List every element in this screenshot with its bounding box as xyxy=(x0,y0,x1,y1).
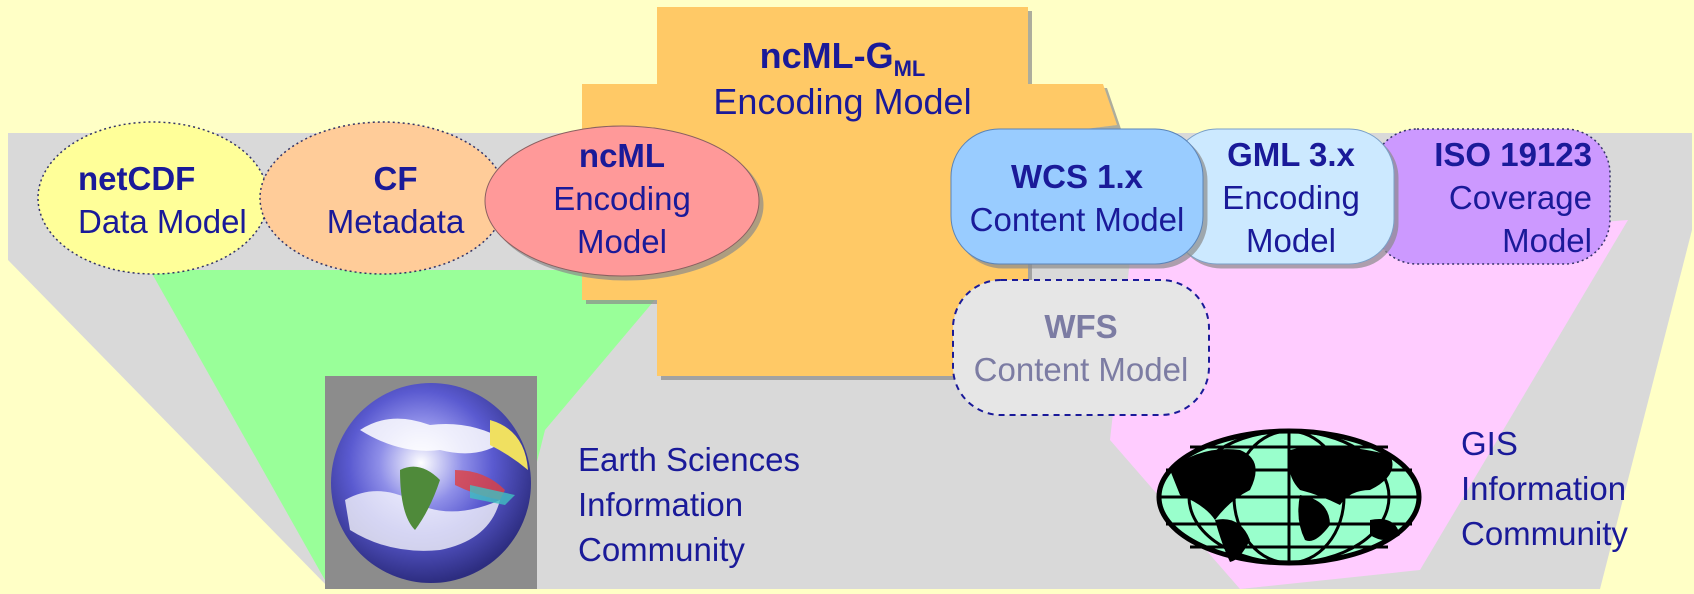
ncml-label: ncML Encoding Model xyxy=(522,134,722,263)
ncml-title: ncML xyxy=(578,137,666,174)
earth-community-line3: Community xyxy=(578,531,745,568)
wcs-node xyxy=(950,128,1204,265)
earth-globe-image xyxy=(325,376,537,589)
earth-community-line1: Earth Sciences xyxy=(578,441,800,478)
gml-line3: Model xyxy=(1246,222,1336,259)
central-subtitle: Encoding Model xyxy=(713,81,972,122)
iso-line2: Coverage xyxy=(1448,179,1592,216)
central-encoding-model-label: ncML-GML Encoding Model xyxy=(657,33,1028,125)
wcs-title: WCS 1.x xyxy=(1010,158,1144,195)
gml-line2: Encoding xyxy=(1222,179,1360,216)
gis-community-line2: Information xyxy=(1461,470,1627,507)
iso-title: ISO 19123 xyxy=(1434,136,1592,173)
ncml-node xyxy=(484,125,760,277)
iso-label: ISO 19123 Coverage Model xyxy=(1412,133,1592,262)
earth-sciences-community-label: Earth Sciences Information Community xyxy=(578,437,800,572)
netcdf-title: netCDF xyxy=(78,160,196,197)
wfs-title: WFS xyxy=(1044,308,1118,345)
wfs-label: WFS Content Model xyxy=(953,305,1209,391)
ncml-line2: Encoding xyxy=(553,180,691,217)
gml-title: GML 3.x xyxy=(1227,136,1355,173)
wfs-subtitle: Content Model xyxy=(973,351,1189,388)
netcdf-label: netCDF Data Model xyxy=(78,157,247,243)
cf-subtitle: Metadata xyxy=(326,203,465,240)
cf-label: CF Metadata xyxy=(283,157,508,243)
ncml-line3: Model xyxy=(577,223,667,260)
central-title-subscript: ML xyxy=(893,56,926,81)
netcdf-subtitle: Data Model xyxy=(78,203,247,240)
gis-community-line3: Community xyxy=(1461,515,1628,552)
earth-community-line2: Information xyxy=(578,486,744,523)
iso-line3: Model xyxy=(1502,222,1592,259)
central-title: ncML-G xyxy=(759,35,894,76)
cf-title: CF xyxy=(373,160,418,197)
gis-community-label: GIS Information Community xyxy=(1461,421,1628,556)
wfs-node xyxy=(952,279,1210,416)
gis-world-map-icon xyxy=(1156,428,1422,566)
wcs-subtitle: Content Model xyxy=(969,201,1185,238)
gis-community-line1: GIS xyxy=(1461,425,1518,462)
gml-label: GML 3.x Encoding Model xyxy=(1195,133,1387,262)
wcs-label: WCS 1.x Content Model xyxy=(951,155,1203,241)
